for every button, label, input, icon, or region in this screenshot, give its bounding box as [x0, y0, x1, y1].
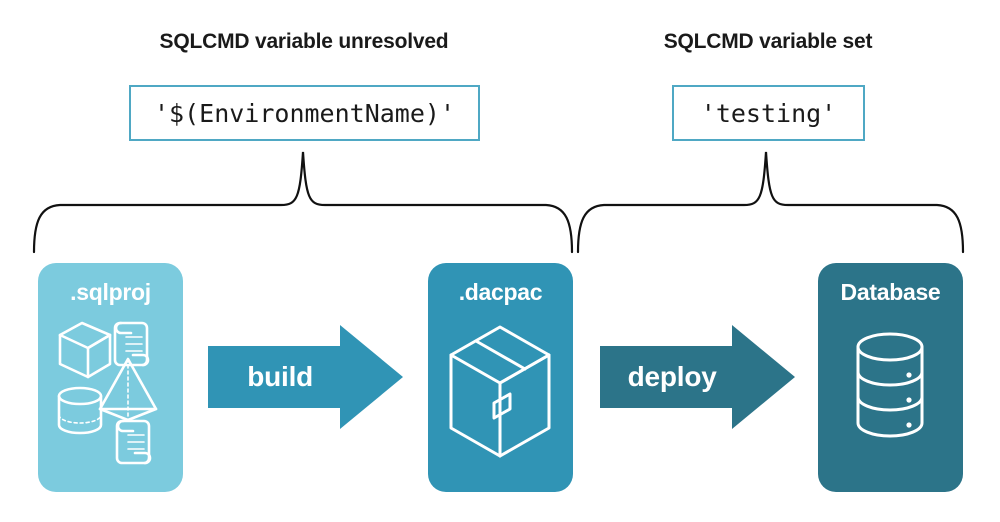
scroll-icon-bottom — [115, 419, 152, 465]
arrow-build: build — [208, 325, 403, 429]
code-box-testing: 'testing' — [672, 85, 865, 141]
package-box-icon — [449, 325, 551, 458]
stage-label-dacpac: .dacpac — [458, 279, 543, 305]
right-curly-brace — [576, 151, 965, 254]
cylinder-icon — [57, 386, 103, 435]
pyramid-icon — [98, 357, 158, 422]
scroll-icon-top — [113, 321, 150, 367]
arrow-deploy: deploy — [600, 325, 795, 429]
left-curly-brace — [32, 151, 574, 254]
cube-icon — [58, 321, 112, 379]
stage-box-database: Database — [818, 263, 963, 492]
heading-sqlcmd-variable-set: SQLCMD variable set — [663, 30, 873, 53]
code-box-environment-name: '$(EnvironmentName)' — [129, 85, 480, 141]
stage-box-sqlproj: .sqlproj — [38, 263, 183, 492]
heading-sqlcmd-variable-unresolved: SQLCMD variable unresolved — [159, 30, 449, 53]
arrow-build-shape — [208, 325, 403, 429]
database-cylinder-icon — [856, 332, 924, 438]
arrow-deploy-shape — [600, 325, 795, 429]
arrow-deploy-label: deploy — [627, 361, 717, 392]
stage-box-dacpac: .dacpac — [428, 263, 573, 492]
stage-label-sqlproj: .sqlproj — [70, 279, 151, 305]
stage-label-database: Database — [840, 279, 941, 305]
arrow-build-label: build — [247, 361, 314, 392]
brace-group — [32, 151, 965, 254]
project-contents-icon — [57, 321, 158, 465]
